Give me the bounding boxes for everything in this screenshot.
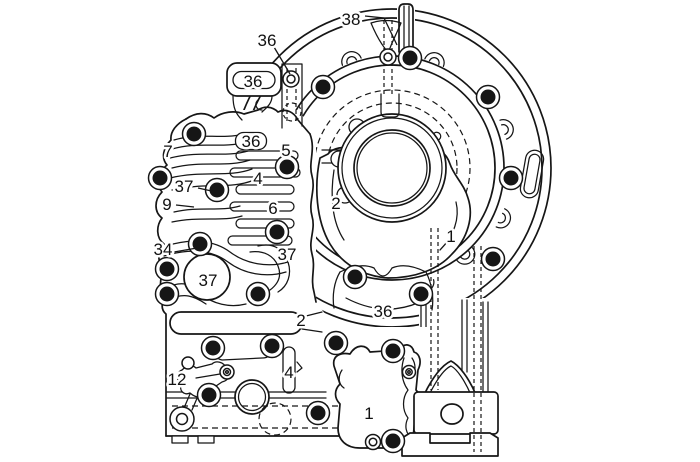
ring-fastener [368,437,378,447]
bolt-dot [269,224,285,240]
ring-fastener [364,433,382,451]
bolt-dot [186,126,202,142]
leader-lines [173,15,398,253]
bolt-dot [192,236,208,252]
callout-label-36: 36 [374,302,393,321]
ring-fastener [286,74,296,84]
lever-12 [176,361,231,411]
ring-fastener [405,368,413,376]
ring-fastener [219,364,235,380]
label-capsule [234,131,268,151]
ring-fastener [181,356,195,370]
bolt-dot [385,433,401,449]
ring-fastener [169,406,195,432]
bolt-dot [347,269,363,285]
callout-label-6: 6 [268,199,277,218]
bolt-dot [315,79,331,95]
callout-label-5: 5 [281,141,290,160]
bottom-cover-1 [332,344,422,449]
callout-label-37: 37 [199,271,218,290]
bell-housing [232,3,552,328]
callout-label-1: 1 [364,404,373,423]
leader-line [175,204,195,208]
leader-line [364,15,398,46]
bolt-dot [310,405,326,421]
bolt-dot [385,343,401,359]
bolt-dot [413,286,429,302]
bore-circle [234,379,270,415]
label-capsule [232,70,276,90]
ring-fastener [222,367,232,377]
callout-label-4: 4 [253,169,262,188]
slot-capsules [227,150,301,246]
callout-label-7: 7 [163,142,172,161]
ring-fastener [282,70,300,88]
bolt-dot [264,338,280,354]
part-4-slot [282,346,296,394]
long-slot [169,311,303,335]
callout-label-2: 2 [296,311,305,330]
ring-fastener [407,370,411,374]
callout-label-12: 12 [168,370,187,389]
leader-line [273,46,291,75]
bolt-dot [485,251,501,267]
bolt-dot [159,286,175,302]
ring-fastener [175,412,189,426]
bolt-dot [159,261,175,277]
alignment-dashes [430,228,439,390]
valve-body [155,106,442,449]
callout-label-9: 9 [162,195,171,214]
bolt-dot [152,170,168,186]
ring-fastener [224,369,230,375]
bolt-dot [480,89,496,105]
bolt-dot [205,340,221,356]
callout-label-37: 37 [175,177,194,196]
housing-scallops [341,51,545,292]
bolt-dot [250,286,266,302]
callout-label-38: 38 [342,10,361,29]
callout-label-36: 36 [244,72,263,91]
callout-label-1: 1 [446,227,455,246]
ring-fasteners [169,48,417,451]
ring-fastener [379,48,397,66]
callout-label-2: 2 [331,194,340,213]
mount-hole [440,403,464,425]
hub-bore [330,113,447,223]
leader-line [173,247,198,253]
ring-fastener [401,364,417,380]
leader-line [197,187,217,193]
bolt-dot [503,170,519,186]
bolt-dot [402,50,418,66]
callout-label-36: 36 [242,132,261,151]
bolt-dot [328,335,344,351]
bolt-dot [209,182,225,198]
callout-label-36: 36 [258,31,277,50]
ring-fastener [383,52,393,62]
bolt-dot [201,387,217,403]
callout-label-4: 4 [284,363,293,382]
dashed-bore [258,402,292,436]
bolt-dot [279,159,295,175]
lower-channels [163,240,291,307]
callout-label-34: 34 [154,240,173,259]
callout-label-37: 37 [278,245,297,264]
bolt-dots [147,45,524,454]
